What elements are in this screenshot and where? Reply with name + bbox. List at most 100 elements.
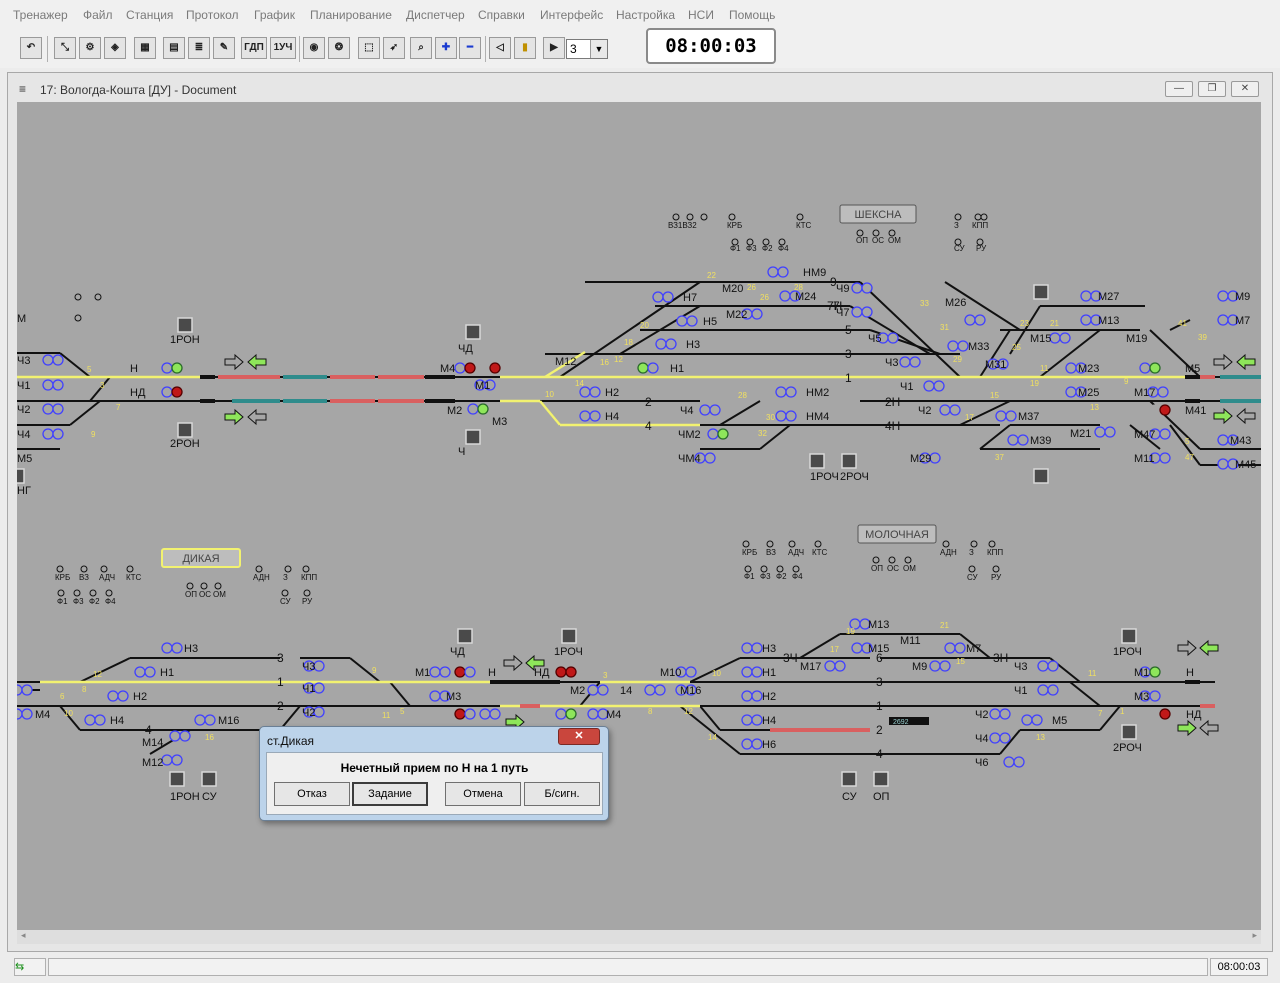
menu-trainer[interactable]: Тренажер [13,8,68,22]
horizontal-scrollbar[interactable]: ◂ ▸ [17,930,1261,944]
signal-head [851,282,873,294]
switch-number: 26 [760,293,769,302]
assign-button[interactable]: Задание [352,782,428,806]
chevron-down-icon[interactable]: ▼ [590,40,607,58]
signal-head [1149,428,1171,440]
signal-lamp [42,354,54,366]
signal-label: 1РОН [170,791,200,803]
play-icon[interactable]: ▶ [543,37,565,59]
switch-number: 16 [205,733,214,742]
switch-number: 6 [60,692,65,701]
signal-label: Ч3 [1014,661,1027,673]
cancel-button[interactable]: Отмена [445,782,521,806]
zoom-icon[interactable]: ⌕ [410,37,432,59]
signal-lamp [144,666,156,678]
signal-lamp [1149,362,1161,374]
menu-references[interactable]: Справки [478,8,525,22]
resize-icon[interactable]: ⤡ [54,37,76,59]
book-tool-icon[interactable]: ▤ [163,37,185,59]
signal-label: Н3 [686,339,700,351]
signal-label: М4 [35,709,50,721]
pointer-tool-icon[interactable]: ➶ [383,37,405,59]
list-tool-icon[interactable]: ≣ [188,37,210,59]
info-label: Ф1 [744,572,755,581]
signal-lamp [464,362,476,374]
info-label: РУ [302,597,313,606]
info-label: АДН [253,573,270,582]
menu-interface[interactable]: Интерфейс [540,8,604,22]
speed-select[interactable]: 3 ▼ [566,39,608,59]
direction-arrow-icon [224,408,244,426]
switch-number: 12 [684,707,693,716]
signal-head [947,340,969,352]
menu-planning[interactable]: Планирование [310,8,392,22]
switch-number: 11 [1040,364,1049,373]
restore-button[interactable]: ❐ [1198,81,1226,97]
signal-lamp [565,666,577,678]
scroll-left-icon[interactable]: ◂ [21,930,26,940]
zoom-in-icon[interactable]: ✚ [435,37,457,59]
menu-protocol[interactable]: Протокол [186,8,239,22]
scroll-right-icon[interactable]: ▸ [1252,930,1257,940]
switch-number: 17 [965,413,974,422]
dialog-close-button[interactable]: ✕ [558,728,600,745]
signal-lamp [1090,314,1102,326]
signal-label: Н3 [184,643,198,655]
no-signal-button[interactable]: Б/сигн. [524,782,600,806]
signal-label: М15 [868,643,889,655]
signal-lamp [699,404,711,416]
grid-tool-icon[interactable]: ▦ [134,37,156,59]
signal-lamp [1159,404,1171,416]
brain-tool-icon[interactable]: ❂ [328,37,350,59]
close-window-button[interactable]: ✕ [1231,81,1259,97]
signal-head [637,362,659,374]
signal-label: НД [130,387,146,399]
gear-tool-icon[interactable]: ⚙ [79,37,101,59]
traffic-light-icon[interactable]: ▮ [514,37,536,59]
refuse-button[interactable]: Отказ [274,782,350,806]
signal-lamp [161,362,173,374]
signal-lamp [1049,332,1061,344]
switch-number: 5 [400,707,405,716]
menu-nsi[interactable]: НСИ [688,8,714,22]
map-tool-icon[interactable]: ◈ [104,37,126,59]
eye-tool-icon[interactable]: ◉ [303,37,325,59]
direction-arrow-icon [1236,407,1256,425]
one-uch-button[interactable]: 1УЧ [270,37,296,59]
minimize-button[interactable]: — [1165,81,1193,97]
menu-graph[interactable]: График [254,8,295,22]
signal-label: 14 [620,685,632,697]
menu-station[interactable]: Станция [126,8,174,22]
signal-label: НМ9 [803,267,826,279]
track-number-label: 7 [833,299,840,313]
info-label: СУ [954,244,966,253]
info-indicator [970,540,978,548]
menu-help[interactable]: Помощь [729,8,776,22]
undo-icon[interactable]: ↶ [20,37,42,59]
signal-head [1049,332,1071,344]
signal-label: Н1 [160,667,174,679]
signal-lamp [429,666,441,678]
gdp-button[interactable]: ГДП [241,37,267,59]
signal-label: Н1 [762,667,776,679]
signal-label: М16 [218,715,239,727]
menu-file[interactable]: Файл [83,8,113,22]
sound-icon[interactable]: ◁ [489,37,511,59]
info-label: СУ [280,597,292,606]
zoom-out-icon[interactable]: ━ [459,37,481,59]
switch-number: 18 [624,338,633,347]
edit-tool-icon[interactable]: ✎ [213,37,235,59]
signal-lamp [477,403,489,415]
signal-head [1149,708,1171,720]
signal-lamp [1217,314,1229,326]
menu-settings[interactable]: Настройка [616,8,676,22]
info-label: КРБ [742,548,757,557]
signal-head [1217,314,1239,326]
info-label: КТС [126,573,142,582]
signal-label: Ч5 [868,333,881,345]
signal-head [1139,362,1161,374]
select-tool-icon[interactable]: ⬚ [358,37,380,59]
info-label: Ф2 [762,244,773,253]
menu-dispatcher[interactable]: Диспетчер [406,8,465,22]
info-indicator [105,589,113,597]
